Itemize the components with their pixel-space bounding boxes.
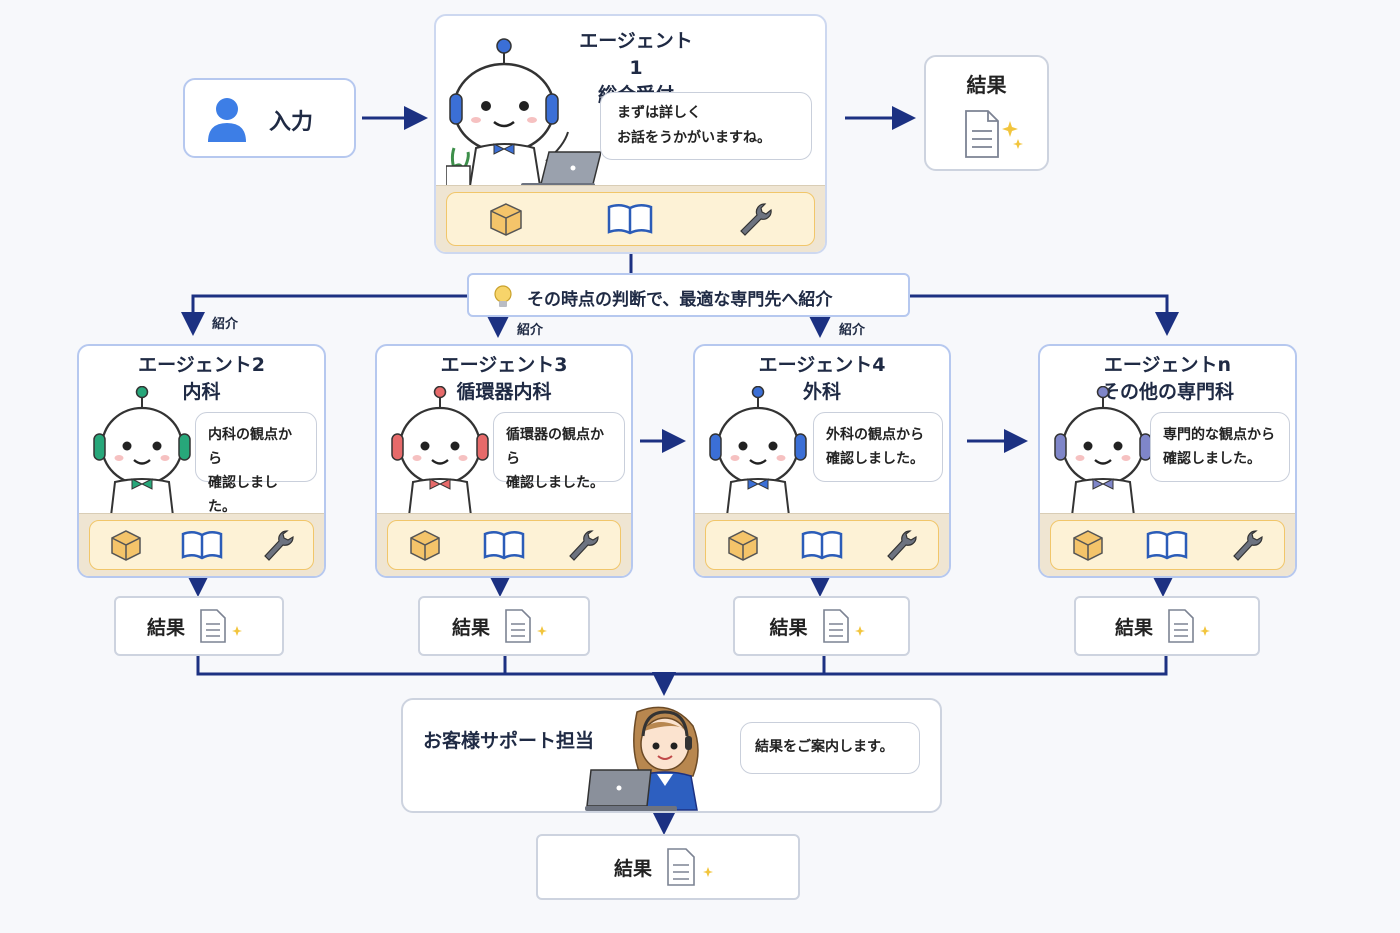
agent-speech-line2: 確認しました。 — [208, 475, 278, 515]
box-icon — [1073, 530, 1103, 561]
agent-title-line1: エージェントn — [1103, 354, 1232, 376]
agent-card-3: エージェント3 循環器内科 循環器の観点から 確認しました。 — [375, 344, 633, 578]
document-sparkle-icon — [200, 609, 242, 643]
routing-text: その時点の判断で、最適な専門先へ紹介 — [527, 290, 833, 310]
wrench-icon — [739, 203, 772, 236]
agent-speech-line1: 内科の観点から — [208, 427, 292, 467]
laptop-icon — [521, 151, 601, 188]
support-staff-icon — [633, 706, 699, 811]
agent-speech-bubble: 外科の観点から 確認しました。 — [813, 412, 943, 482]
box-icon — [110, 530, 141, 561]
document-sparkle-icon — [505, 609, 547, 643]
agent-tool-tray — [79, 513, 324, 576]
support-card: お客様サポート担当 結果をご案内します。 — [401, 698, 942, 813]
support-speech-bubble: 結果をご案内します。 — [740, 722, 920, 774]
agent-speech-line1: 外科の観点から — [826, 427, 924, 443]
agent-speech-line1: 専門的な観点から — [1163, 427, 1275, 443]
wrench-icon — [263, 530, 294, 561]
agent3-result-box: 結果 — [418, 596, 590, 656]
top-result-box: 結果 — [924, 55, 1049, 171]
agent-speech-bubble: 循環器の観点から 確認しました。 — [493, 412, 625, 491]
box-icon — [490, 203, 522, 236]
agent1-speech-bubble: まずは詳しく お話をうかがいますね。 — [600, 92, 812, 160]
robot-specialist-icon — [709, 386, 807, 517]
document-sparkle-icon — [667, 848, 713, 886]
document-sparkle-icon — [822, 609, 865, 643]
agent-tool-tray — [1040, 513, 1295, 576]
agent-tool-tray — [695, 513, 949, 576]
agent-title-line1: エージェント3 — [440, 354, 568, 376]
agent-title-line1: エージェント2 — [138, 354, 265, 376]
box-icon — [728, 530, 758, 561]
agent-title-line2: 外科 — [802, 381, 841, 403]
agent-speech-line2: 確認しました。 — [826, 451, 924, 467]
top-result-label: 結果 — [966, 73, 1007, 97]
agent-title-line2: 内科 — [182, 381, 221, 403]
robot-specialist-icon — [93, 386, 191, 517]
routing-banner: その時点の判断で、最適な専門先へ紹介 — [467, 273, 910, 317]
wrench-icon — [569, 530, 599, 561]
agent-speech-bubble: 専門的な観点から 確認しました。 — [1150, 412, 1290, 482]
agent-speech-line2: 確認しました。 — [1163, 451, 1261, 467]
input-label: 入力 — [269, 110, 314, 135]
book-icon — [181, 531, 222, 560]
agent-speech-line1: 循環器の観点から — [506, 427, 604, 467]
merge-line — [196, 656, 1168, 676]
wrench-icon — [887, 530, 917, 561]
agent-card-2: エージェント2 内科 内科の観点から 確認しました。 — [77, 344, 326, 578]
user-icon — [208, 98, 246, 142]
book-icon — [608, 204, 653, 235]
book-icon — [483, 531, 525, 560]
box-icon — [410, 530, 440, 561]
agent-title-line1: エージェント4 — [758, 354, 886, 376]
support-title: お客様サポート担当 — [423, 730, 595, 752]
agent4-result-box: 結果 — [733, 596, 910, 656]
agent-speech-bubble: 内科の観点から 確認しました。 — [195, 412, 317, 515]
agent-speech-line2: 確認しました。 — [506, 475, 604, 491]
intro-label-agent4: 紹介 — [839, 323, 866, 338]
robot-specialist-icon — [391, 386, 489, 517]
agent1-tool-tray — [436, 185, 825, 252]
lightbulb-icon — [494, 285, 512, 307]
agentn-result-box: 結果 — [1074, 596, 1260, 656]
support-laptop-icon — [585, 769, 677, 811]
final-result-box: 結果 — [536, 834, 800, 900]
wrench-icon — [1232, 530, 1263, 561]
agent1-card: エージェント1 総合受付 まずは詳しく お話をうかがいますね。 — [434, 14, 827, 254]
arrow-to-agent2 — [181, 294, 470, 336]
robot-receptionist-icon — [446, 38, 569, 189]
agent-tool-tray — [377, 513, 631, 576]
robot-specialist-icon — [1054, 386, 1152, 517]
document-sparkle-icon — [965, 110, 1023, 158]
input-box: 入力 — [183, 78, 356, 158]
intro-label-agent2: 紹介 — [212, 317, 239, 332]
agent2-result-box: 結果 — [114, 596, 284, 656]
agent-title-line2: 循環器内科 — [456, 381, 552, 403]
agent-title-line2: その他の専門科 — [1100, 381, 1234, 403]
agent-card-4: エージェント4 外科 外科の観点から 確認しました。 — [693, 344, 951, 578]
book-icon — [801, 531, 843, 560]
agent-card-5: エージェントn その他の専門科 専門的な観点から 確認しました。 — [1038, 344, 1297, 578]
arrow-to-agentn — [908, 294, 1179, 336]
intro-label-agent3: 紹介 — [517, 323, 544, 338]
book-icon — [1147, 531, 1188, 560]
document-sparkle-icon — [1168, 609, 1210, 643]
